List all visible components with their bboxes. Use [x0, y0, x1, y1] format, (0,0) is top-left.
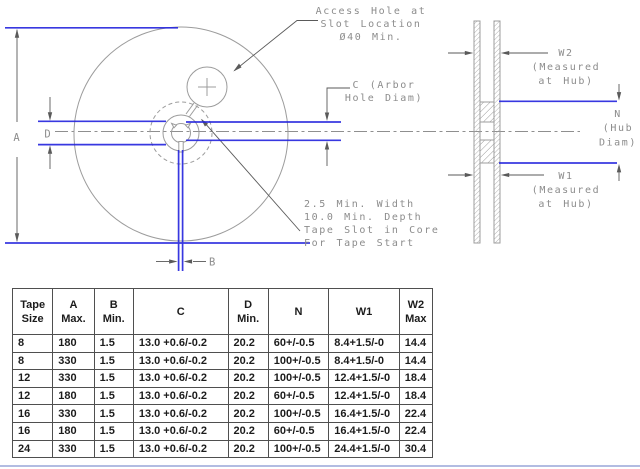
access-hole-leader-arrow-icon: [233, 63, 242, 72]
dim-n-arrow-down-icon: [616, 92, 622, 101]
dim-w2-arrow-left-icon: [500, 50, 510, 56]
tape-start-slot-edge1: [185, 102, 195, 115]
dim-n-note-line2: (Hub: [603, 123, 633, 134]
tape-slot-note-line3: Tape Slot in Core: [304, 225, 440, 236]
dim-w2-arrow-right-icon: [464, 50, 474, 56]
dim-w1-arrow-right-icon: [464, 172, 474, 178]
tape-start-slot-edge2: [189, 105, 198, 117]
access-hole: [186, 66, 228, 108]
dim-a-arrow-down-icon: [14, 233, 20, 243]
col-header-6: W1: [328, 288, 400, 335]
tape-slot-note-line2: 10.0 Min. Depth: [304, 212, 422, 223]
dim-a-label: A: [13, 132, 20, 144]
dim-d-arrow-up-icon: [47, 145, 53, 154]
dim-c-bracket: [326, 87, 350, 113]
dim-w1-note-line3: at Hub): [538, 199, 593, 210]
flange-left: [473, 20, 481, 244]
dim-n-note-line3: Diam): [599, 138, 637, 149]
reel-outline: [73, 26, 289, 242]
tape-slot-leader: [201, 119, 301, 232]
dim-w2-label: W2: [558, 48, 573, 59]
hub-section-bottom: [479, 139, 495, 164]
dim-d-arrow-down-icon: [47, 112, 53, 121]
dim-a-arrow-up-icon: [14, 28, 20, 38]
access-hole-note-line1: Access Hole at: [316, 6, 427, 17]
hub-circle-dashed: [149, 101, 213, 165]
tape-slot-note-line4: For Tape Start: [304, 238, 415, 249]
key-slot: [178, 141, 184, 153]
key-notch-left: [170, 122, 178, 129]
page-rule-line: [0, 465, 640, 467]
access-hole-note-line3: Ø40 Min.: [340, 31, 403, 43]
flange-right: [493, 20, 501, 244]
dim-c-arrow-up-icon: [324, 141, 330, 150]
dim-w1-note-line2: (Measured: [532, 185, 601, 196]
drawing-labels: A D B Access Hole at Slot Location Ø40 M…: [13, 6, 637, 269]
dim-n-label: N: [614, 109, 622, 120]
dim-b-arrow-right-icon: [169, 259, 178, 264]
dim-w2-note-line2: (Measured: [532, 62, 601, 73]
dim-w2-note-line3: at Hub): [538, 76, 593, 87]
dim-d-label: D: [44, 129, 51, 141]
arbor-note-line1: C (Arbor: [353, 80, 416, 91]
dim-c-arrow-down-icon: [324, 112, 330, 121]
key-notch-right: [184, 122, 192, 129]
col-header-3: C: [132, 288, 229, 335]
dim-b-label: B: [209, 257, 216, 269]
access-hole-note-line2: Slot Location: [320, 19, 421, 30]
reel-front-view: [73, 26, 289, 242]
dimension-lines: [14, 20, 622, 264]
dim-n-arrow-up-icon: [616, 163, 622, 173]
dim-b-arrow-left-icon: [183, 259, 193, 264]
dim-w1-label: W1: [558, 171, 573, 182]
reel-side-view: [473, 20, 501, 244]
tape-slot-note-line1: 2.5 Min. Width: [304, 199, 415, 210]
col-header-5: N: [267, 288, 330, 335]
dim-w1-arrow-left-icon: [500, 172, 510, 178]
arbor-note-line2: Hole Diam): [345, 93, 423, 104]
access-hole-leader: [234, 20, 318, 71]
hub-section-top: [479, 101, 495, 123]
highlight-lines: [5, 26, 617, 271]
reel-technical-drawing: A D B Access Hole at Slot Location Ø40 M…: [5, 6, 637, 271]
